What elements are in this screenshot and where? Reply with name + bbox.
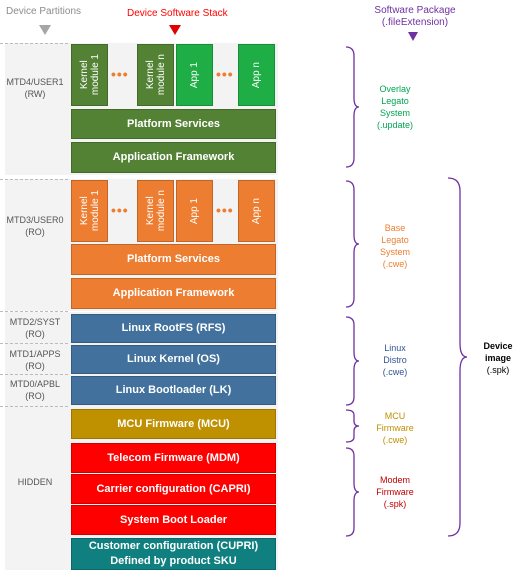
overlay-ellipsis-1: ••• <box>111 66 129 82</box>
overlay-platform-services: Platform Services <box>71 109 276 139</box>
overlay-kernel-module-n: Kernel module n <box>137 44 174 106</box>
device-image-brace <box>447 177 468 537</box>
base-ellipsis-2: ••• <box>216 202 234 218</box>
mcu-brace <box>345 409 360 443</box>
software-package-arrow-icon <box>408 32 418 41</box>
device-software-stack-arrow-icon <box>169 25 181 35</box>
overlay-application-framework: Application Framework <box>71 142 276 173</box>
modem-brace <box>345 447 360 537</box>
software-package-header: Software Package (.fileExtension) <box>374 5 456 28</box>
mcu-firmware: MCU Firmware (MCU) <box>71 409 276 439</box>
carrier-configuration: Carrier configuration (CAPRI) <box>71 474 276 504</box>
base-application-framework: Application Framework <box>71 278 276 309</box>
module-label: Kernel module 1 <box>78 54 101 96</box>
separator <box>0 343 68 344</box>
module-label: Kernel module n <box>144 54 167 96</box>
device-partitions-arrow-icon <box>39 25 51 35</box>
device-software-stack-header: Device Software Stack <box>127 8 228 19</box>
base-app-n: App n <box>238 180 275 242</box>
base-kernel-module-1: Kernel module 1 <box>71 180 108 242</box>
overlay-kernel-module-1: Kernel module 1 <box>71 44 108 106</box>
linux-package-label: Linux Distro (.cwe) <box>382 343 408 377</box>
customer-configuration-line1: Customer configuration (CUPRI) <box>88 540 259 552</box>
overlay-package-label: Overlay Legato System (.update) <box>376 84 414 130</box>
base-app-1: App 1 <box>176 180 213 242</box>
telecom-firmware: Telecom Firmware (MDM) <box>71 443 276 473</box>
separator <box>0 179 68 180</box>
overlay-ellipsis-2: ••• <box>216 66 234 82</box>
module-label: App n <box>251 61 262 89</box>
base-ellipsis-1: ••• <box>111 202 129 218</box>
mcu-package-label: MCU Firmware (.cwe) <box>376 411 414 445</box>
linux-rootfs: Linux RootFS (RFS) <box>71 314 276 343</box>
partition-label-user1: MTD4/USER1 (RW) <box>6 77 64 99</box>
separator <box>0 406 68 407</box>
base-brace <box>345 180 360 308</box>
module-label: App 1 <box>189 61 200 89</box>
linux-brace <box>345 316 360 406</box>
partition-label-syst: MTD2/SYST (RO) <box>9 317 61 339</box>
separator <box>0 43 68 44</box>
separator <box>0 374 68 375</box>
linux-kernel: Linux Kernel (OS) <box>71 345 276 374</box>
device-partitions-header: Device Partitions <box>6 6 82 17</box>
overlay-brace <box>345 46 360 168</box>
separator <box>0 311 68 312</box>
partition-label-user0: MTD3/USER0 (RO) <box>6 215 64 237</box>
customer-configuration: Customer configuration (CUPRI) Defined b… <box>71 538 276 570</box>
device-image-title: Device image <box>483 341 513 363</box>
module-label: App 1 <box>189 197 200 225</box>
partition-label-hidden: HIDDEN <box>17 477 53 487</box>
base-kernel-module-n: Kernel module n <box>137 180 174 242</box>
device-image-ext: (.spk) <box>486 365 510 375</box>
customer-configuration-line2: Defined by product SKU <box>110 555 237 567</box>
partition-label-apps: MTD1/APPS (RO) <box>9 349 61 371</box>
base-package-label: Base Legato System (.cwe) <box>379 223 410 269</box>
system-boot-loader: System Boot Loader <box>71 505 276 535</box>
module-label: Kernel module n <box>144 190 167 232</box>
base-platform-services: Platform Services <box>71 244 276 275</box>
overlay-app-1: App 1 <box>176 44 213 106</box>
overlay-app-n: App n <box>238 44 275 106</box>
modem-package-label: Modem Firmware (.spk) <box>376 475 414 509</box>
linux-bootloader: Linux Bootloader (LK) <box>71 376 276 405</box>
module-label: Kernel module 1 <box>78 190 101 232</box>
module-label: App n <box>251 197 262 225</box>
partition-label-apbl: MTD0/APBL (RO) <box>9 379 60 401</box>
